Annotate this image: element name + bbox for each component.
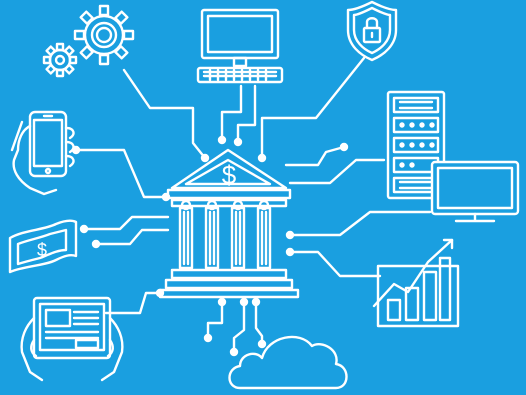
desktop-monitor-icon [430,160,520,223]
bank-dollar-sign: $ [222,160,237,190]
bank-columns [178,199,272,270]
connector-money [79,215,170,249]
smartphone-in-hand-icon [10,110,75,196]
connector-chart [285,247,382,278]
shield-lock-icon [346,0,398,62]
connector-tablet [104,288,165,315]
server-rack-icon [386,90,446,200]
connector-gears [122,68,210,163]
computer-monitor-icon [196,8,284,84]
connector-top-monitor [217,84,257,147]
connector-phone [71,145,171,202]
tablet-in-hands-icon [20,296,124,382]
banknote-dollar-sign: $ [37,240,47,260]
gears-icon [42,4,135,78]
connector-server [284,142,386,185]
banknote-icon: $ [8,219,78,274]
connector-desktop [285,210,432,240]
cloud-icon [228,335,348,390]
connector-lines [71,56,432,357]
growth-chart-icon [372,238,460,328]
bank-building-icon: $ [158,148,300,299]
connector-cloud [203,297,267,357]
connector-shield [257,56,366,163]
